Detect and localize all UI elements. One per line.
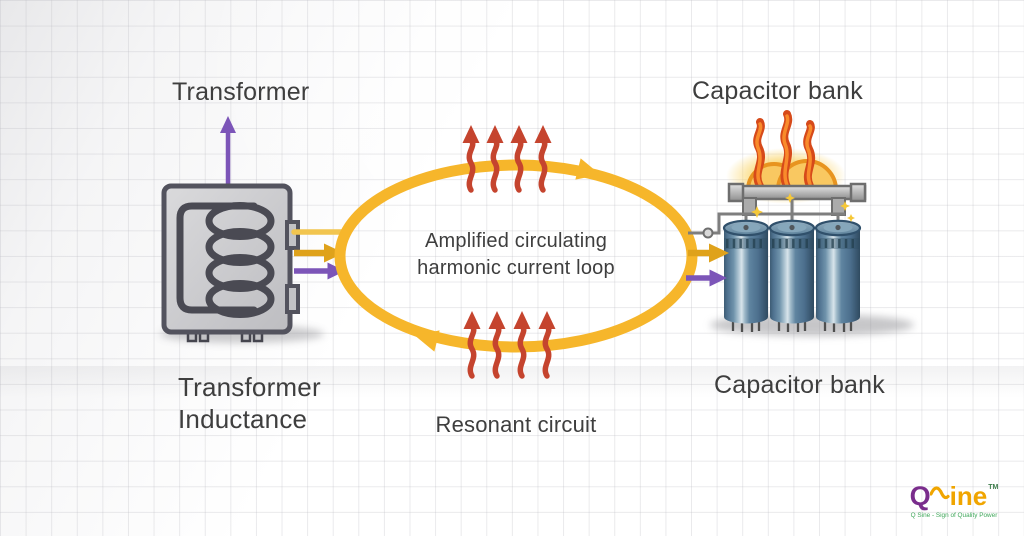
flames-icon bbox=[753, 110, 816, 191]
capacitor bbox=[814, 219, 862, 332]
coil-winding-icon bbox=[176, 202, 275, 318]
transformer-icon bbox=[160, 183, 324, 343]
loop-caption-line1: Amplified circulating bbox=[424, 230, 608, 252]
loop-caption: Amplified circulating harmonic current l… bbox=[366, 228, 666, 281]
logo-tagline: Q Sine - Sign of Quality Power bbox=[910, 512, 998, 519]
capacitor-bank-icon bbox=[688, 110, 914, 336]
capacitor-bank-label-bottom: Capacitor bank bbox=[714, 371, 885, 399]
wire-connector bbox=[702, 227, 714, 239]
loop-caption-line2: harmonic current loop bbox=[417, 256, 615, 279]
capacitor-bank-label-top: Capacitor bank bbox=[692, 77, 863, 105]
transformer-inductance-line1: Transformer bbox=[178, 372, 321, 402]
loop-to-capacitor-arrows bbox=[686, 243, 729, 287]
capacitor bbox=[768, 219, 816, 332]
transformer-label: Transformer bbox=[172, 78, 310, 106]
logo-trademark: TM bbox=[988, 484, 999, 491]
transformer-inductance-line2: Inductance bbox=[178, 404, 308, 434]
transformer-inductance-label: Transformer Inductance bbox=[178, 371, 321, 435]
transformer-up-arrow bbox=[220, 116, 236, 186]
logo-suffix: ine bbox=[949, 481, 988, 511]
sine-wave-icon bbox=[929, 486, 950, 500]
transformer-to-loop-arrows bbox=[291, 229, 348, 280]
heat-arrows-bottom-icon bbox=[463, 311, 556, 379]
bus-bar bbox=[727, 182, 867, 216]
capacitor bbox=[722, 219, 770, 332]
resonant-circuit-label: Resonant circuit bbox=[435, 412, 597, 437]
logo-letter-q: Q bbox=[909, 481, 931, 511]
heat-arrows-top-icon bbox=[462, 125, 552, 193]
spark-icon bbox=[751, 193, 855, 222]
